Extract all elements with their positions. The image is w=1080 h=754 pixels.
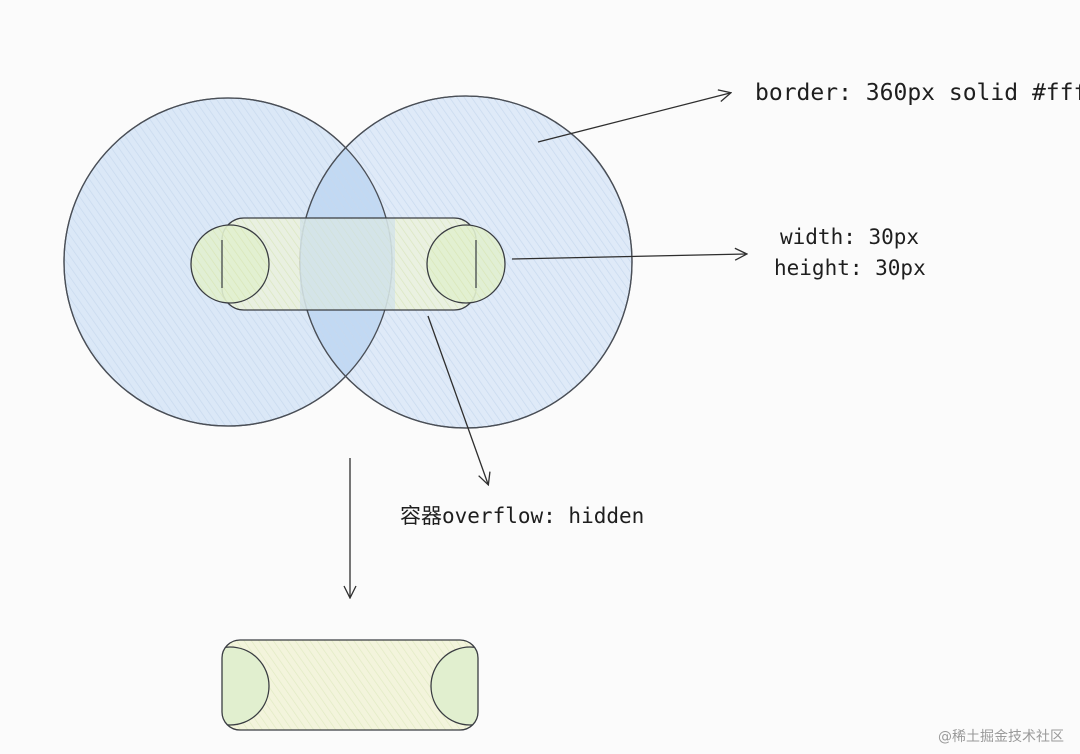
size-arrow [511, 254, 746, 259]
overflow-label: 容器overflow: hidden [400, 504, 644, 528]
left-small-circle [190, 224, 270, 304]
width-label: width: 30px [780, 225, 919, 249]
result-left-cutout [222, 646, 270, 726]
height-label: height: 30px [774, 256, 926, 280]
watermark: @稀土掘金技术社区 [938, 729, 1064, 745]
container-capsule [221, 217, 477, 311]
border-arrow [537, 93, 730, 143]
border-label: border: 360px solid #fff [755, 80, 1080, 106]
result-capsule [221, 639, 479, 731]
right-small-circle [426, 224, 506, 304]
overflow-arrow [427, 315, 488, 484]
result-right-cutout [430, 646, 478, 726]
